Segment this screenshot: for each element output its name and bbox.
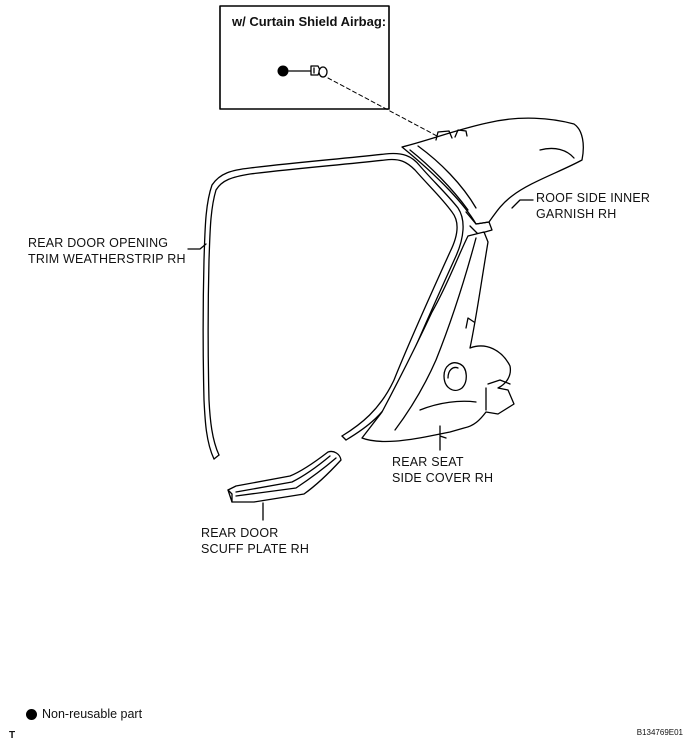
- non-reusable-dot: [277, 65, 289, 77]
- roof-side-inner-garnish-label-line2: GARNISH RH: [536, 207, 617, 221]
- rear-seat-side-cover-label-line1: REAR SEAT: [392, 455, 464, 469]
- inset-title: w/ Curtain Shield Airbag:: [232, 14, 387, 29]
- roof-side-inner-garnish-label-line1: ROOF SIDE INNER: [536, 191, 651, 205]
- rear-door-scuff-plate-label-line1: REAR DOOR: [201, 526, 279, 540]
- page-mark: T: [9, 730, 16, 741]
- rear-door-scuff-plate: [227, 450, 342, 503]
- rear-seat-side-cover: [361, 231, 515, 443]
- rear-seat-side-cover-label-line2: SIDE COVER RH: [392, 471, 494, 485]
- rear-door-weatherstrip-label-line1: REAR DOOR OPENING: [28, 236, 169, 250]
- inset-dashed-leader: [327, 77, 438, 137]
- roof-garnish-leader: [511, 199, 534, 209]
- inset-box: [219, 5, 390, 110]
- rear-door-scuff-plate-label-line2: SCUFF PLATE RH: [201, 542, 310, 556]
- non-reusable-legend-dot: [26, 708, 37, 720]
- roof-side-inner-garnish-label: ROOF SIDE INNER GARNISH RH: [536, 190, 650, 222]
- figure-code: B134769E01: [636, 728, 683, 737]
- rear-door-weatherstrip: [202, 152, 464, 460]
- legend-non-reusable-text: Non-reusable part: [42, 707, 143, 721]
- rear-door-weatherstrip-label: REAR DOOR OPENING TRIM WEATHERSTRIP RH: [28, 235, 186, 267]
- legend: Non-reusable part: [26, 707, 142, 721]
- rear-seat-side-cover-label: REAR SEAT SIDE COVER RH: [392, 454, 493, 486]
- roof-side-inner-garnish: [401, 117, 584, 235]
- rear-door-scuff-plate-label: REAR DOOR SCUFF PLATE RH: [201, 525, 309, 557]
- rear-door-weatherstrip-label-line2: TRIM WEATHERSTRIP RH: [28, 252, 186, 266]
- weatherstrip-leader: [187, 243, 207, 250]
- clip-icon: [310, 65, 328, 78]
